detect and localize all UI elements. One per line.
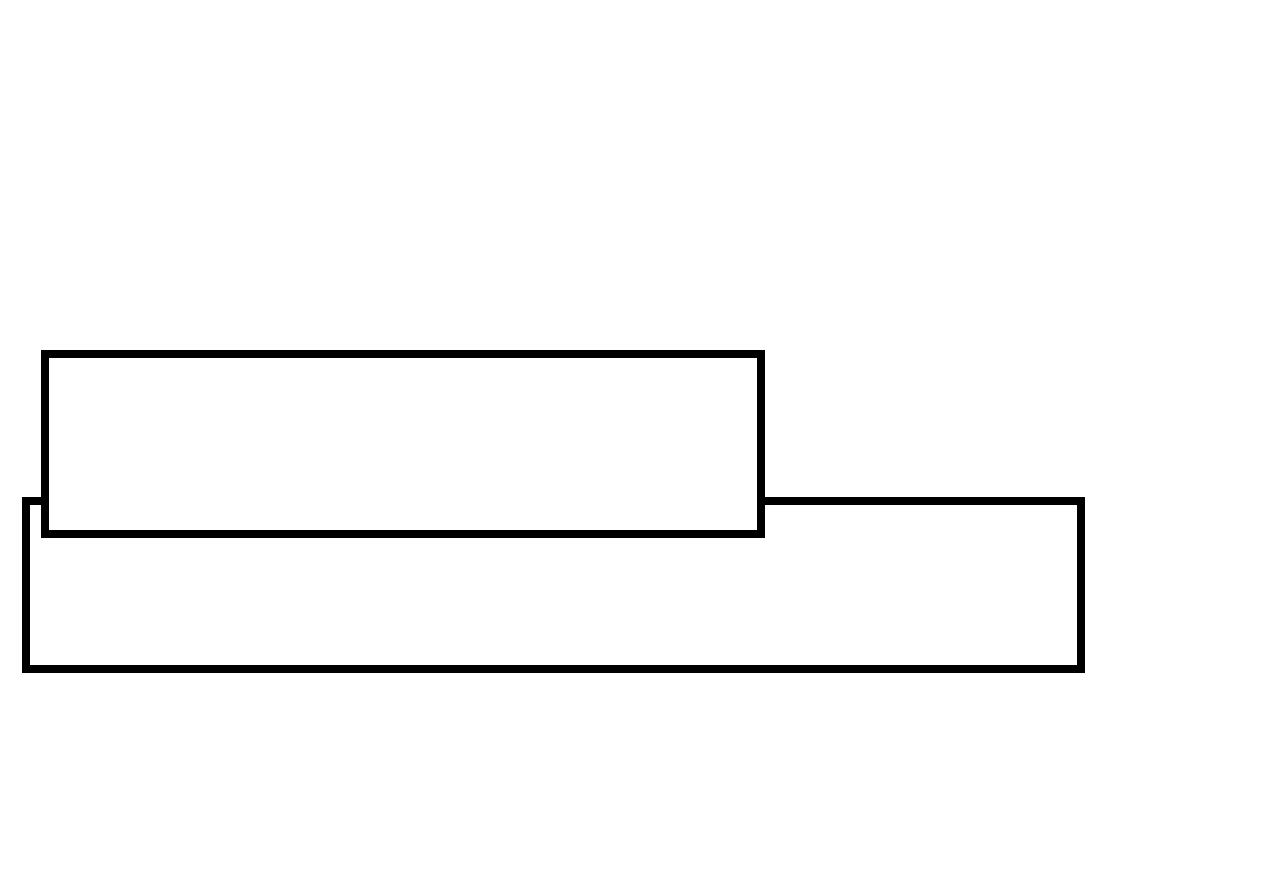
front-rectangle bbox=[41, 350, 765, 538]
